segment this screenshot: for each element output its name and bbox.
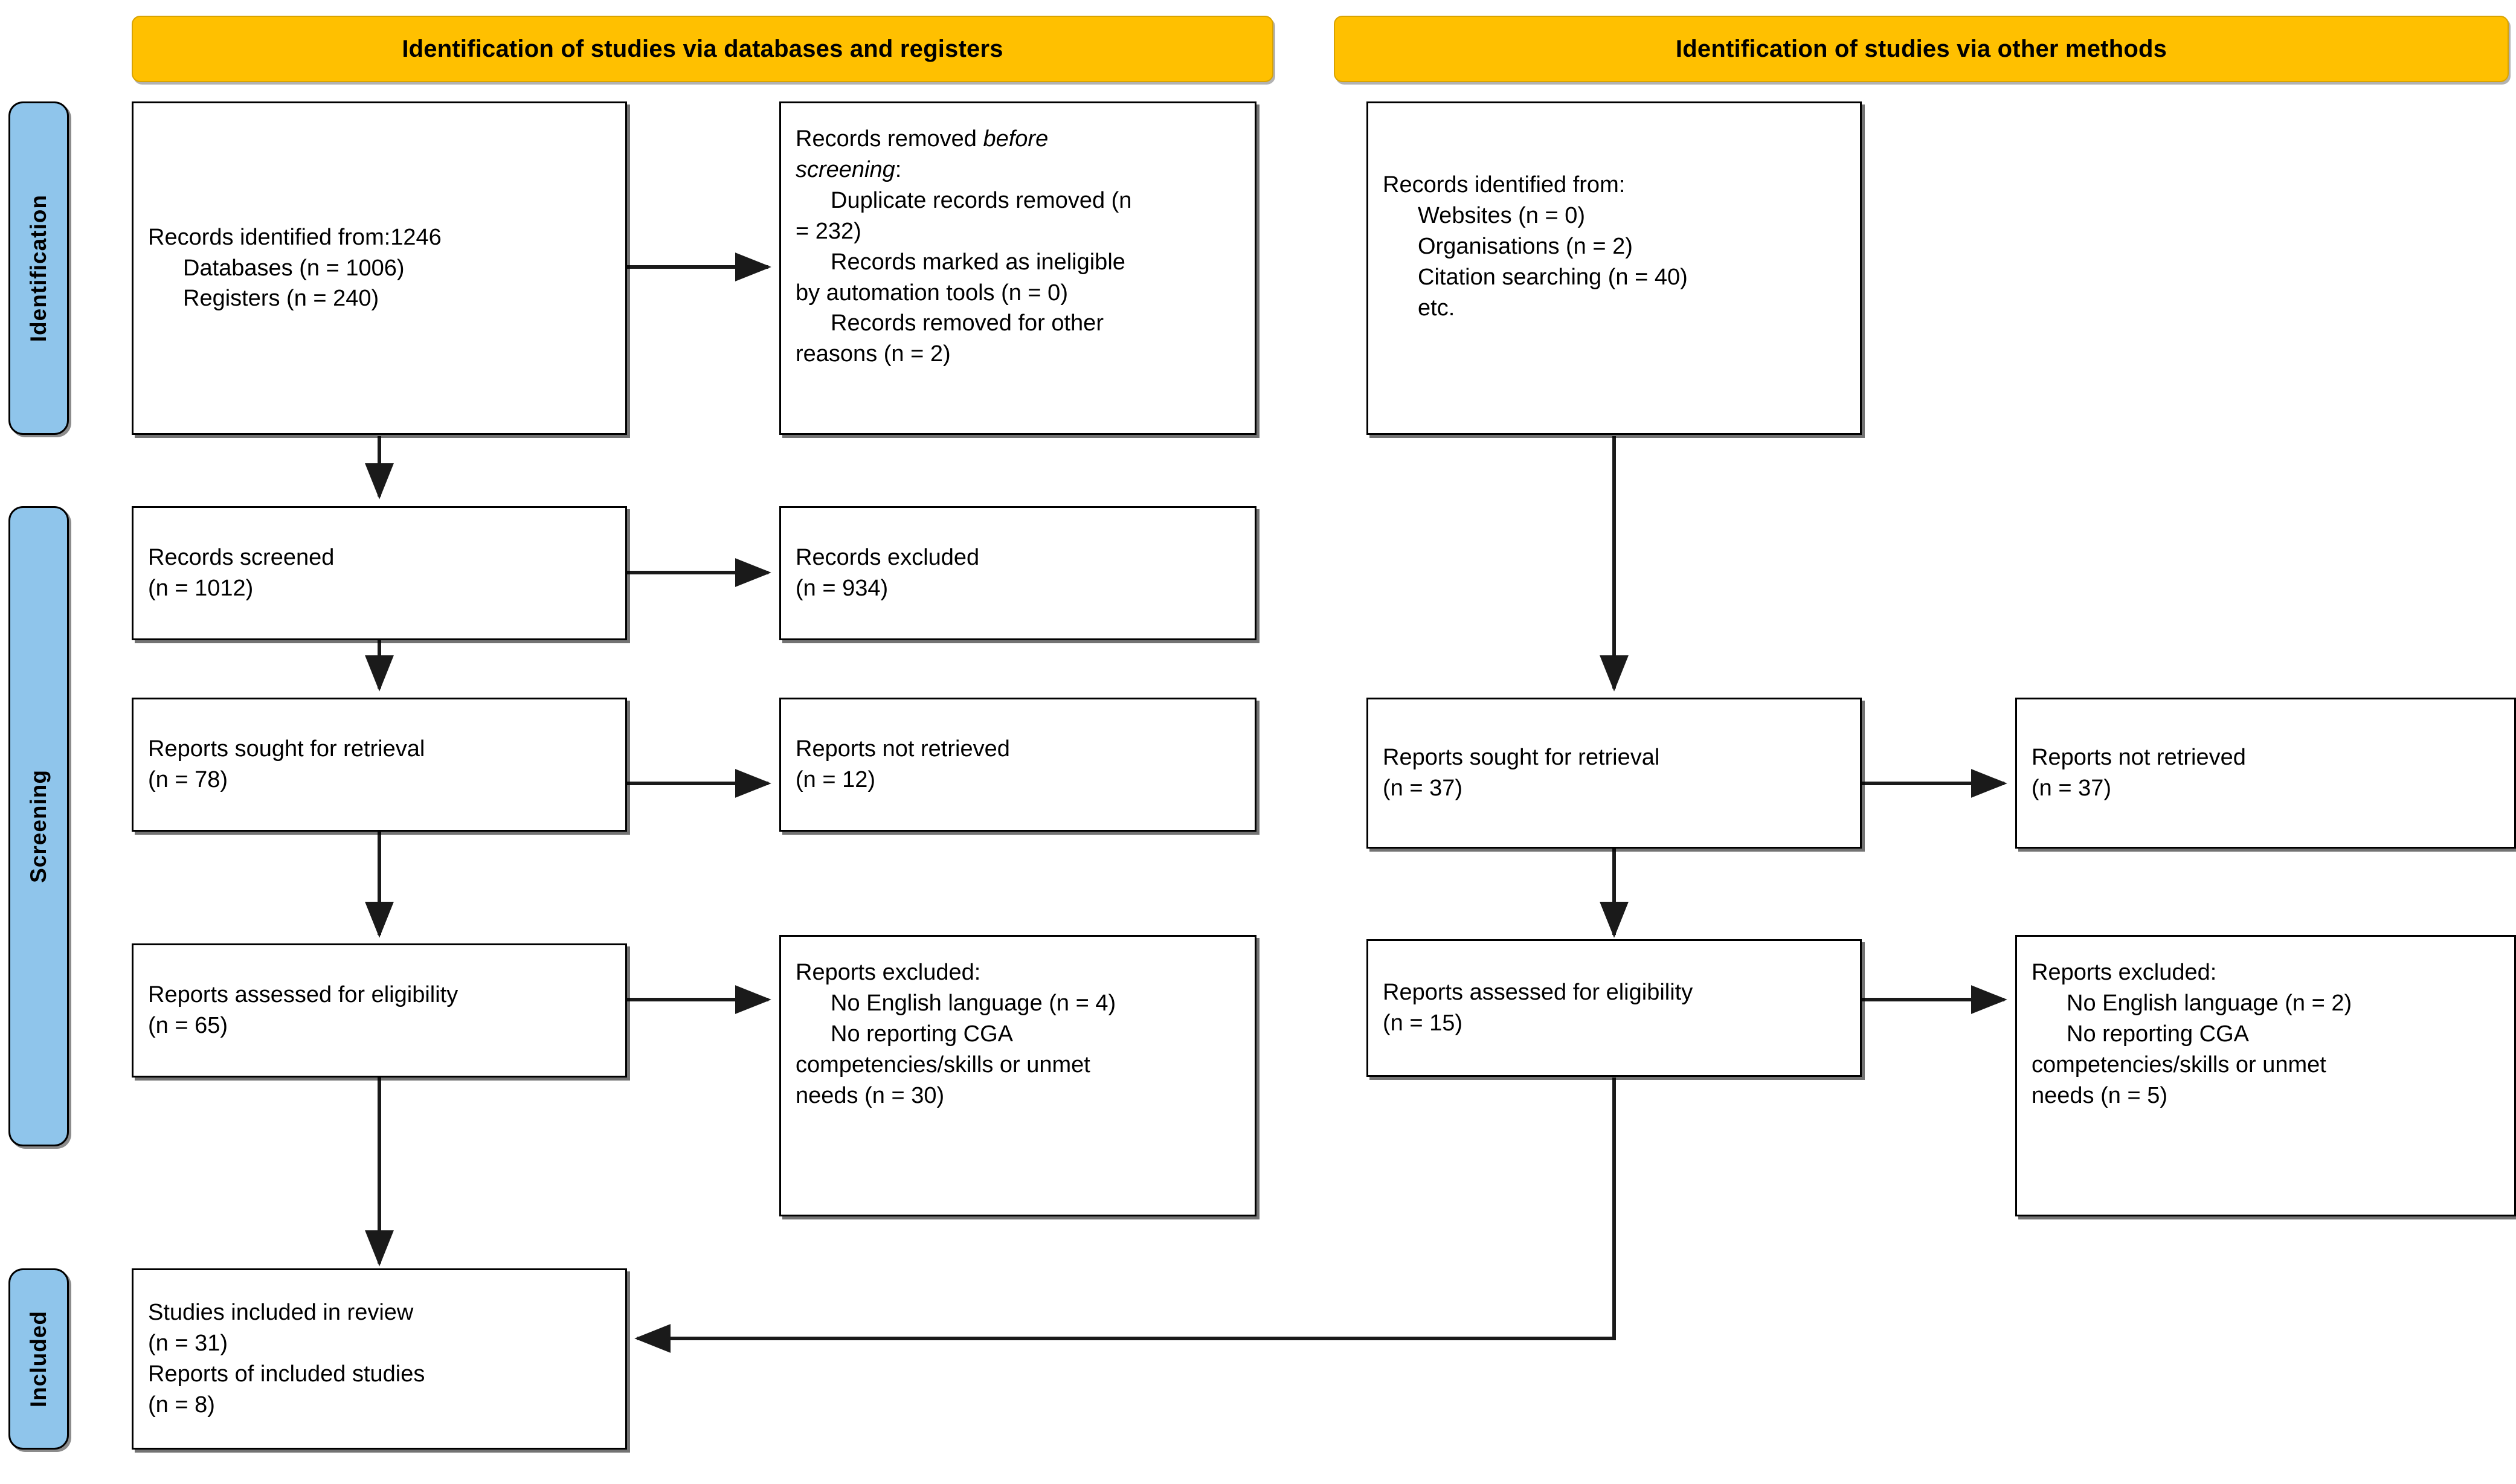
reports-sought-db-line2: (n = 78) — [148, 767, 228, 792]
reports-excluded-db-line1: Reports excluded: — [796, 960, 981, 985]
box-reports-assessed-other: Reports assessed for eligibility (n = 15… — [1366, 939, 1862, 1077]
box-records-identified-databases: Records identified from:1246 Databases (… — [132, 101, 627, 435]
box-records-screened: Records screened (n = 1012) — [132, 506, 627, 640]
phase-label-identification: Identification — [26, 194, 51, 342]
phase-label-screening: Screening — [26, 769, 51, 883]
reports-not-retrieved-db-line1: Reports not retrieved — [796, 736, 1010, 762]
records-identified-db-line1: Records identified from:1246 — [148, 224, 442, 250]
reports-excluded-other-line4: competencies/skills or unmet — [2032, 1052, 2326, 1078]
records-removed-line5: Records marked as ineligible — [831, 249, 1125, 275]
reports-excluded-db-line2: No English language (n = 4) — [831, 990, 1116, 1016]
records-removed-line2-b: : — [895, 156, 902, 182]
records-removed-line1-b: before — [983, 126, 1049, 152]
box-reports-excluded-other: Reports excluded: No English language (n… — [2015, 935, 2516, 1216]
phase-pill-screening: Screening — [8, 506, 69, 1146]
reports-assessed-db-line2: (n = 65) — [148, 1013, 228, 1038]
records-identified-other-line3: Organisations (n = 2) — [1418, 233, 1633, 259]
box-reports-excluded-databases: Reports excluded: No English language (n… — [779, 935, 1256, 1216]
records-removed-line4: = 232) — [796, 218, 861, 244]
records-excluded-line2: (n = 934) — [796, 576, 889, 601]
box-reports-sought-databases: Reports sought for retrieval (n = 78) — [132, 698, 627, 832]
reports-excluded-other-line5: needs (n = 5) — [2032, 1082, 2167, 1108]
reports-excluded-other-line3: No reporting CGA — [2067, 1021, 2250, 1047]
box-records-identified-other: Records identified from: Websites (n = 0… — [1366, 101, 1862, 435]
box-reports-not-retrieved-databases: Reports not retrieved (n = 12) — [779, 698, 1256, 832]
reports-not-retrieved-db-line2: (n = 12) — [796, 767, 876, 792]
records-screened-line2: (n = 1012) — [148, 576, 254, 601]
studies-included-line2: (n = 31) — [148, 1331, 228, 1357]
reports-not-retrieved-other-line1: Reports not retrieved — [2032, 745, 2246, 771]
section-header-other-methods: Identification of studies via other meth… — [1334, 16, 2509, 82]
records-removed-line1: Records removed before — [796, 124, 1240, 155]
box-reports-not-retrieved-other: Reports not retrieved (n = 37) — [2015, 698, 2516, 849]
records-removed-line3: Duplicate records removed (n — [831, 187, 1132, 213]
reports-assessed-other-line2: (n = 15) — [1383, 1010, 1463, 1036]
box-studies-included: Studies included in review (n = 31) Repo… — [132, 1268, 627, 1450]
records-removed-line6: by automation tools (n = 0) — [796, 280, 1068, 306]
records-removed-line7: Records removed for other — [831, 310, 1104, 336]
box-records-excluded: Records excluded (n = 934) — [779, 506, 1256, 640]
records-removed-line2: screening: — [796, 155, 1240, 185]
reports-excluded-other-line2: No English language (n = 2) — [2067, 990, 2352, 1016]
records-removed-line2-a: screening — [796, 156, 895, 182]
records-identified-other-line1: Records identified from: — [1383, 172, 1626, 198]
phase-label-included: Included — [26, 1310, 51, 1408]
reports-sought-other-line2: (n = 37) — [1383, 776, 1463, 801]
section-header-databases: Identification of studies via databases … — [132, 16, 1273, 82]
records-removed-line8: reasons (n = 2) — [796, 341, 951, 367]
section-header-other-methods-label: Identification of studies via other meth… — [1675, 35, 2167, 62]
studies-included-line3: Reports of included studies — [148, 1361, 425, 1387]
studies-included-line4: (n = 8) — [148, 1392, 215, 1418]
reports-excluded-db-line5: needs (n = 30) — [796, 1082, 945, 1108]
records-identified-db-line3: Registers (n = 240) — [183, 286, 379, 312]
reports-not-retrieved-other-line2: (n = 37) — [2032, 776, 2112, 801]
section-header-databases-label: Identification of studies via databases … — [402, 35, 1003, 62]
records-identified-other-line5: etc. — [1418, 295, 1455, 321]
reports-excluded-db-line4: competencies/skills or unmet — [796, 1052, 1090, 1078]
phase-pill-included: Included — [8, 1268, 69, 1450]
box-reports-assessed-databases: Reports assessed for eligibility (n = 65… — [132, 943, 627, 1078]
reports-sought-db-line1: Reports sought for retrieval — [148, 736, 425, 762]
box-records-removed-before-screening: Records removed before screening: Duplic… — [779, 101, 1256, 435]
records-excluded-line1: Records excluded — [796, 545, 980, 571]
records-identified-db-line2: Databases (n = 1006) — [183, 255, 405, 281]
records-identified-other-line2: Websites (n = 0) — [1418, 202, 1586, 228]
reports-assessed-other-line1: Reports assessed for eligibility — [1383, 980, 1693, 1006]
studies-included-line1: Studies included in review — [148, 1300, 414, 1326]
records-screened-line1: Records screened — [148, 545, 335, 571]
reports-excluded-db-line3: No reporting CGA — [831, 1021, 1014, 1047]
reports-sought-other-line1: Reports sought for retrieval — [1383, 745, 1660, 771]
records-removed-line1-a: Records removed — [796, 126, 983, 152]
reports-excluded-other-line1: Reports excluded: — [2032, 960, 2217, 985]
records-identified-other-line4: Citation searching (n = 40) — [1418, 264, 1688, 290]
box-reports-sought-other: Reports sought for retrieval (n = 37) — [1366, 698, 1862, 849]
phase-pill-identification: Identification — [8, 101, 69, 435]
reports-assessed-db-line1: Reports assessed for eligibility — [148, 982, 458, 1008]
